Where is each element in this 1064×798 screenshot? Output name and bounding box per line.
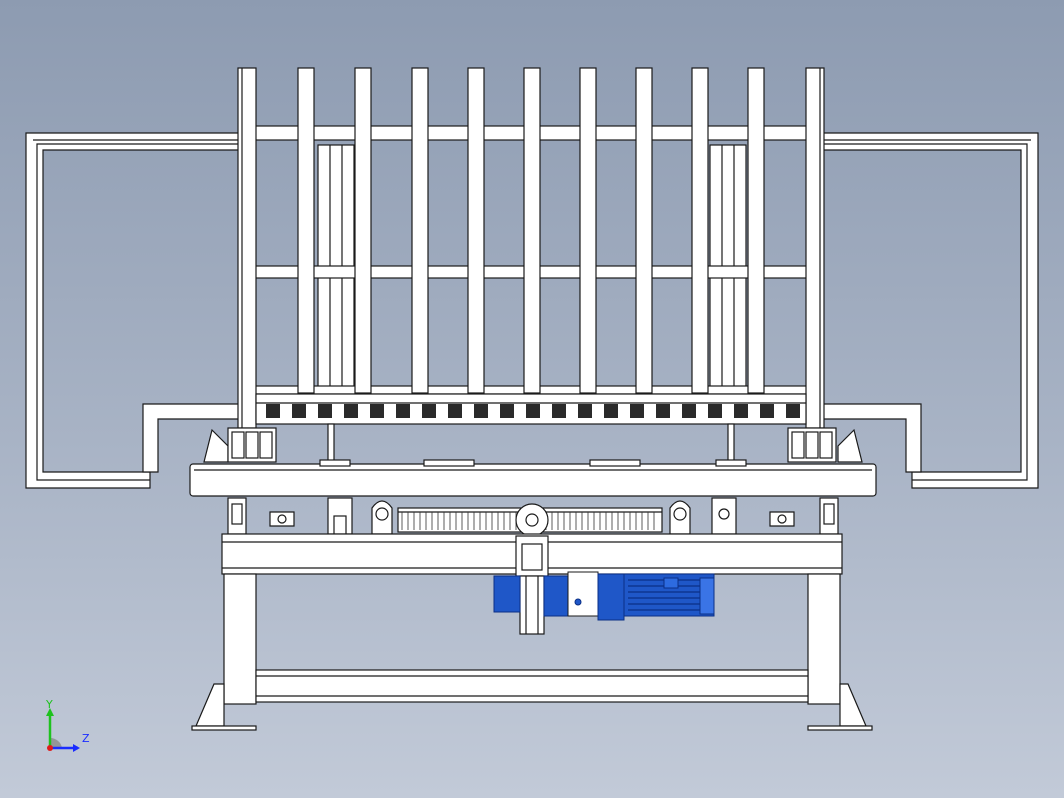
drive-shaft-housing	[515, 535, 549, 635]
main-platform-beam	[189, 459, 877, 497]
y-axis-label: Y	[46, 698, 53, 711]
rack-vertical-bars	[237, 67, 825, 429]
rack-gear	[397, 503, 663, 537]
gear-motor	[493, 571, 715, 621]
roller-strip	[255, 393, 807, 425]
x-axis-dot	[47, 745, 53, 751]
z-axis-label: Z	[82, 732, 90, 745]
support-post-right	[727, 423, 735, 465]
guide-rollers	[227, 497, 839, 535]
triad-graphic	[46, 708, 80, 752]
support-post-left	[327, 423, 335, 465]
coordinate-triad: Y Z	[40, 698, 100, 760]
bearing-blocks	[203, 427, 863, 463]
